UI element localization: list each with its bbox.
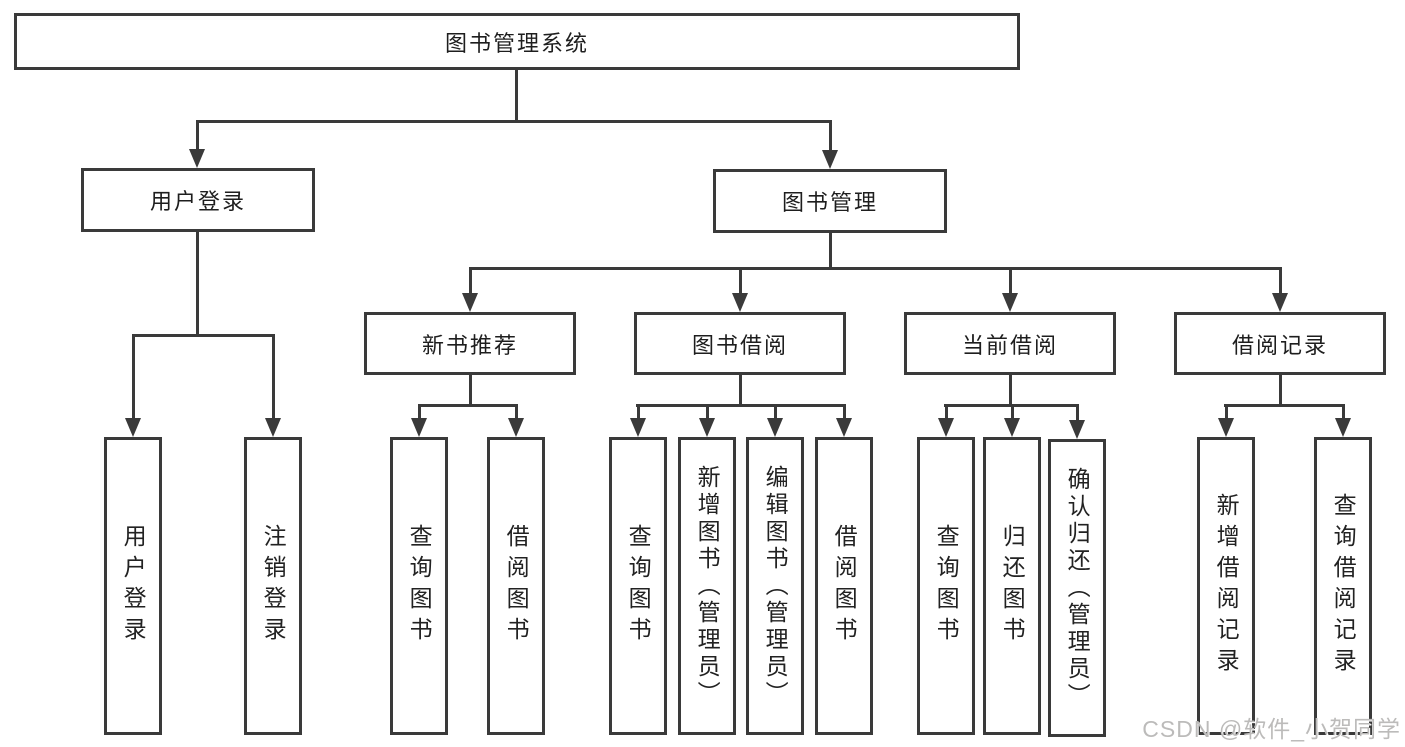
leaf-rec-borrow-book-label: 借阅图书 <box>503 524 530 648</box>
connector-line <box>469 267 472 296</box>
arrow-down-icon <box>1335 418 1351 437</box>
connector-line <box>515 404 518 420</box>
leaf-bb-add-book-admin-label: 新增图书（管理员） <box>694 464 721 708</box>
node-new-book-recommend-label: 新书推荐 <box>421 332 518 358</box>
connector-line <box>1009 375 1012 407</box>
node-borrow-record: 借阅记录 <box>1174 312 1386 375</box>
leaf-cb-query-book: 查询图书 <box>917 437 975 735</box>
connector-line <box>1224 404 1344 407</box>
leaf-cb-confirm-return-admin-label: 确认归还（管理员） <box>1064 466 1091 710</box>
leaf-bb-borrow-book-label: 借阅图书 <box>831 524 858 648</box>
connector-line <box>515 70 518 122</box>
connector-line <box>829 233 832 270</box>
leaf-rec-query-book: 查询图书 <box>390 437 448 735</box>
node-new-book-recommend: 新书推荐 <box>364 312 576 375</box>
leaf-cb-confirm-return-admin: 确认归还（管理员） <box>1048 439 1106 737</box>
connector-line <box>418 404 518 407</box>
arrow-down-icon <box>411 418 427 437</box>
leaf-cb-query-book-label: 查询图书 <box>933 524 960 648</box>
arrow-down-icon <box>462 293 478 312</box>
leaf-bb-edit-book-admin: 编辑图书（管理员） <box>746 437 804 735</box>
connector-line <box>945 404 948 420</box>
connector-line <box>1076 404 1079 420</box>
connector-line <box>1009 267 1012 296</box>
leaf-logout: 注销登录 <box>244 437 302 735</box>
arrow-down-icon <box>836 418 852 437</box>
node-library-system-label: 图书管理系统 <box>444 30 589 56</box>
arrow-down-icon <box>1004 418 1020 437</box>
connector-line <box>1225 404 1228 420</box>
leaf-bb-edit-book-admin-label: 编辑图书（管理员） <box>762 464 789 708</box>
arrow-down-icon <box>125 418 141 437</box>
leaf-bb-add-book-admin: 新增图书（管理员） <box>678 437 736 735</box>
leaf-br-query-record-label: 查询借阅记录 <box>1330 493 1357 679</box>
connector-line <box>774 404 777 420</box>
connector-line <box>272 334 275 420</box>
connector-line <box>418 404 421 420</box>
arrow-down-icon <box>767 418 783 437</box>
connector-line <box>739 267 742 296</box>
arrow-down-icon <box>189 149 205 168</box>
leaf-bb-borrow-book: 借阅图书 <box>815 437 873 735</box>
node-library-system: 图书管理系统 <box>14 13 1020 70</box>
node-user-login-label: 用户登录 <box>149 189 246 214</box>
leaf-cb-return-book: 归还图书 <box>983 437 1041 735</box>
arrow-down-icon <box>630 418 646 437</box>
node-user-login: 用户登录 <box>81 168 315 232</box>
connector-line <box>706 404 709 420</box>
connector-line <box>739 375 742 407</box>
arrow-down-icon <box>1002 293 1018 312</box>
node-book-management: 图书管理 <box>713 169 947 233</box>
connector-line <box>1279 375 1282 407</box>
leaf-rec-borrow-book: 借阅图书 <box>487 437 545 735</box>
connector-line <box>829 120 832 152</box>
connector-line <box>132 334 275 337</box>
leaf-user-login: 用户登录 <box>104 437 162 735</box>
arrow-down-icon <box>1069 420 1085 439</box>
connector-line <box>469 375 472 407</box>
connector-line <box>469 267 1281 270</box>
node-book-management-label: 图书管理 <box>781 190 878 215</box>
arrow-down-icon <box>938 418 954 437</box>
connector-line <box>196 232 199 337</box>
arrow-down-icon <box>265 418 281 437</box>
leaf-rec-query-book-label: 查询图书 <box>406 524 433 648</box>
leaf-cb-return-book-label: 归还图书 <box>999 524 1026 648</box>
node-book-borrow: 图书借阅 <box>634 312 846 375</box>
connector-line <box>1279 267 1282 296</box>
connector-line <box>1011 404 1014 420</box>
watermark: CSDN @软件_小贺同学 <box>1142 716 1401 742</box>
arrow-down-icon <box>1272 293 1288 312</box>
connector-line <box>637 404 640 420</box>
leaf-br-add-record: 新增借阅记录 <box>1197 437 1255 735</box>
connector-line <box>196 120 199 152</box>
connector-line <box>843 404 846 420</box>
leaf-logout-label: 注销登录 <box>260 524 287 648</box>
arrow-down-icon <box>822 150 838 169</box>
connector-line <box>636 404 846 407</box>
node-current-borrow-label: 当前借阅 <box>961 332 1058 358</box>
leaf-user-login-label: 用户登录 <box>120 524 147 648</box>
node-current-borrow: 当前借阅 <box>904 312 1116 375</box>
arrow-down-icon <box>1218 418 1234 437</box>
leaf-br-add-record-label: 新增借阅记录 <box>1213 493 1240 679</box>
connector-line <box>1342 404 1345 420</box>
arrow-down-icon <box>732 293 748 312</box>
connector-line <box>196 120 832 123</box>
node-book-borrow-label: 图书借阅 <box>691 332 788 358</box>
arrow-down-icon <box>699 418 715 437</box>
arrow-down-icon <box>508 418 524 437</box>
leaf-br-query-record: 查询借阅记录 <box>1314 437 1372 735</box>
connector-line <box>132 334 135 420</box>
leaf-bb-query-book: 查询图书 <box>609 437 667 735</box>
leaf-bb-query-book-label: 查询图书 <box>625 524 652 648</box>
node-borrow-record-label: 借阅记录 <box>1231 332 1328 358</box>
